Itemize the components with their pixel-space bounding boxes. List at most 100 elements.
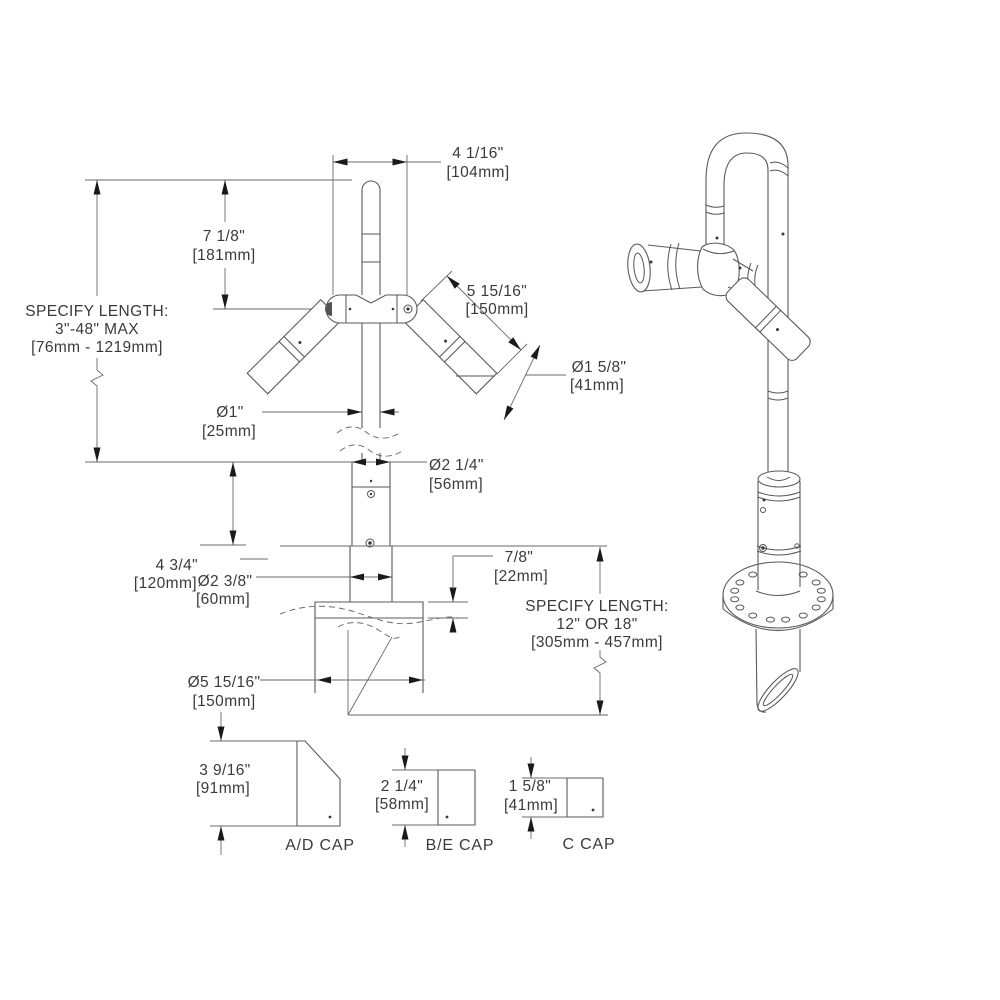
cap-be-dim-mm: [58mm] <box>375 796 429 813</box>
dim-flange-thickness-label: 7/8" [22mm] <box>494 549 548 585</box>
cap-c-screw <box>591 808 595 812</box>
isometric-view <box>627 132 834 713</box>
break-line-1 <box>336 426 401 439</box>
dim-upper-cyl-arrow-left <box>352 458 366 466</box>
dim-arm-dia-line <box>503 344 541 421</box>
iso-left-arm-screw <box>649 260 653 264</box>
dim-specify-lower-l2: 12" OR 18" <box>556 616 637 633</box>
dim-4-3-4-in: 4 3/4" <box>156 557 198 574</box>
leg-screw-2 <box>781 232 785 236</box>
dim-lower-cyl-arrow-left <box>350 573 364 581</box>
dim-upper-cyl-dia-in: Ø2 1/4" <box>429 457 484 474</box>
iso-left-arm-cap <box>627 243 651 293</box>
cylinder-screw-2-ring <box>367 490 375 498</box>
dim-5-15-16-mm: [150mm] <box>465 301 528 318</box>
deck-break-line-1 <box>279 605 459 625</box>
dim-flange-thickness-in: 7/8" <box>505 549 534 566</box>
dim-4-1-16-ext <box>332 155 408 295</box>
cap-ad-label: A/D CAP <box>285 837 355 854</box>
dim-flange-dia-mm: [150mm] <box>192 693 255 710</box>
riser-pipe <box>361 323 381 428</box>
dim-flange-ext <box>428 601 468 619</box>
break-line-2 <box>339 444 404 457</box>
iso-cyl-screw-1 <box>762 498 766 502</box>
cap-be-ext <box>392 769 438 826</box>
dim-flange-dia-in: Ø5 15/16" <box>188 674 261 691</box>
flange-plate <box>314 601 424 619</box>
iso-flange-rim <box>722 595 834 632</box>
gooseneck-inner <box>723 152 769 473</box>
cap-ad-dim-in: 3 9/16" <box>199 762 250 779</box>
cylinder-screw-3 <box>368 541 372 545</box>
front-view: SPECIFY LENGTH: 3"-48" MAX [76mm - 1219m… <box>25 145 668 716</box>
dim-specify-upper-l3: [76mm - 1219mm] <box>31 339 163 356</box>
gooseneck-outer <box>705 132 789 473</box>
cap-c-dim-mm: [41mm] <box>504 797 558 814</box>
cylinder-screw-3-ring <box>365 538 375 548</box>
dim-specify-upper-l1: SPECIFY LENGTH: <box>25 303 169 320</box>
iso-left-arm-ring <box>667 242 681 291</box>
hub-left-cap <box>325 302 332 316</box>
iso-nozzle <box>725 277 811 361</box>
dim-specify-upper-label: SPECIFY LENGTH: 3"-48" MAX [76mm - 1219m… <box>25 303 169 356</box>
lower-section <box>349 546 393 602</box>
bend-collar <box>769 161 789 177</box>
dim-5-15-16-line <box>446 275 522 351</box>
dim-upper-cyl-dia-label: Ø2 1/4" [56mm] <box>429 457 484 493</box>
hub-screw-3 <box>406 307 410 311</box>
cap-c-dim-in: 1 5/8" <box>509 778 551 795</box>
iso-pipe-base-arc <box>766 476 791 481</box>
hub-screw-1 <box>348 307 352 311</box>
cap-c-shape <box>566 777 604 818</box>
dim-5-15-16-label: 5 15/16" [150mm] <box>465 283 528 318</box>
hub-screw-2 <box>391 307 395 311</box>
deck-break-line-2 <box>337 622 401 639</box>
dim-4-1-16-mm: [104mm] <box>446 164 509 181</box>
dim-arm-dia-mm: [41mm] <box>570 377 624 394</box>
cap-c-label: C CAP <box>563 836 616 853</box>
dim-lower-cyl-dia-label: Ø2 3/8" [60mm] <box>196 573 252 608</box>
deck-leader-lines <box>347 630 393 716</box>
dim-lower-cyl-dia-mm: [60mm] <box>196 591 250 608</box>
iso-front-arm-screw <box>738 266 742 270</box>
iso-left-arm <box>642 244 703 292</box>
dim-flange-dia-arrow-left <box>317 676 331 684</box>
cap-be-screw <box>445 815 449 819</box>
cap-details: 3 9/16" [91mm] A/D CAP 2 1/4" [58mm] B/E… <box>196 712 615 855</box>
dim-pipe-dia-mm: [25mm] <box>202 423 256 440</box>
dim-arm-dia-in: Ø1 5/8" <box>572 359 627 376</box>
hub-screw-3-ring <box>403 304 413 314</box>
dim-specify-lower-l3: [305mm - 457mm] <box>531 634 663 651</box>
dim-specify-upper-l2: 3"-48" MAX <box>55 321 139 338</box>
left-leg-collar <box>705 204 725 215</box>
dim-7-1-8-in: 7 1/8" <box>203 228 245 245</box>
iso-cylinder-collar-1 <box>757 491 801 502</box>
dim-pipe-dia-in: Ø1" <box>216 404 243 421</box>
iso-miter-cut-inner <box>762 673 794 707</box>
iso-pipe-flange-arc <box>755 590 801 596</box>
dim-flange-dia-arrow-right <box>409 676 423 684</box>
dim-upper-cyl-arrow-right <box>376 458 390 466</box>
cap-ad-ext <box>210 740 297 827</box>
iso-cyl-screw-3 <box>761 546 765 550</box>
cap-ad: 3 9/16" [91mm] A/D CAP <box>196 712 355 855</box>
iso-miter-cut-outer <box>757 668 799 712</box>
cylinder-screw-2 <box>369 492 373 496</box>
cap-ad-shape <box>296 740 341 827</box>
cap-be-dim-in: 2 1/4" <box>381 778 423 795</box>
iso-left-arm-cap-inner <box>633 252 645 284</box>
dim-4-1-16-in: 4 1/16" <box>452 145 503 162</box>
iso-cyl-screw-4 <box>794 543 800 549</box>
dim-4-3-4-mm: [120mm] <box>134 575 197 592</box>
iso-cylinder-collar-2 <box>756 545 802 556</box>
dim-specify-lower-label: SPECIFY LENGTH: 12" OR 18" [305mm - 457m… <box>525 598 668 651</box>
cylinder-screw-1 <box>369 479 373 483</box>
dim-pipe-dia-label: Ø1" [25mm] <box>202 404 256 440</box>
dim-lower-cyl-arrow-right <box>378 573 392 581</box>
dim-flange-thickness-mm: [22mm] <box>494 568 548 585</box>
cap-be: 2 1/4" [58mm] B/E CAP <box>375 748 494 854</box>
cap-c: 1 5/8" [41mm] C CAP <box>504 757 615 853</box>
dim-flange-dia-label: Ø5 15/16" [150mm] <box>188 674 261 710</box>
